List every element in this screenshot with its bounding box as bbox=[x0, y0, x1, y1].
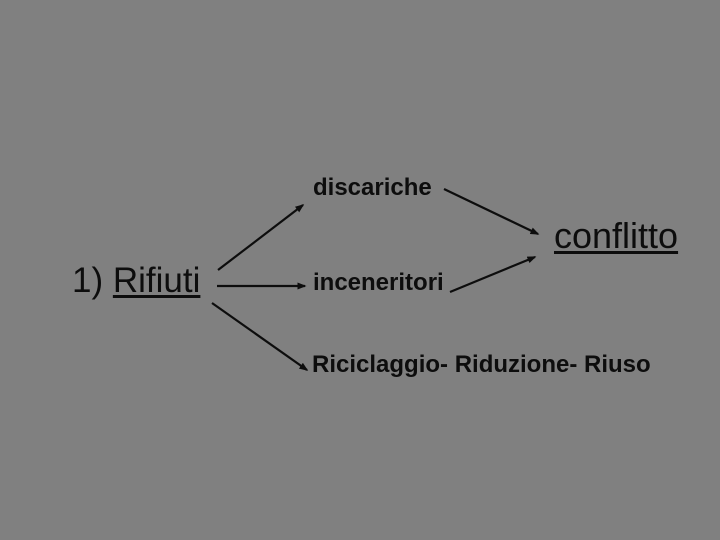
node-rifiuti-label: Rifiuti bbox=[112, 261, 201, 300]
node-inceneritori-label: inceneritori bbox=[313, 269, 444, 296]
edge-discariche-to-conflitto bbox=[443, 188, 540, 235]
node-rifiuti: 1) Rifiuti bbox=[72, 260, 200, 302]
edge-inceneritori-to-conflitto bbox=[449, 255, 537, 294]
node-discariche-label: discariche bbox=[313, 174, 432, 201]
edge-rifiuti-to-discariche bbox=[217, 204, 305, 271]
edge-rifiuti-to-riciclaggio bbox=[211, 302, 309, 371]
node-rifiuti-prefix: 1) bbox=[72, 261, 113, 300]
node-inceneritori: inceneritori bbox=[313, 269, 444, 298]
node-discariche: discariche bbox=[313, 174, 432, 203]
node-conflitto-label: conflitto bbox=[554, 215, 679, 256]
node-conflitto: conflitto bbox=[554, 214, 678, 257]
node-riciclaggio: Riciclaggio- Riduzione- Riuso bbox=[312, 351, 651, 380]
node-riciclaggio-label: Riciclaggio- Riduzione- Riuso bbox=[312, 351, 651, 378]
